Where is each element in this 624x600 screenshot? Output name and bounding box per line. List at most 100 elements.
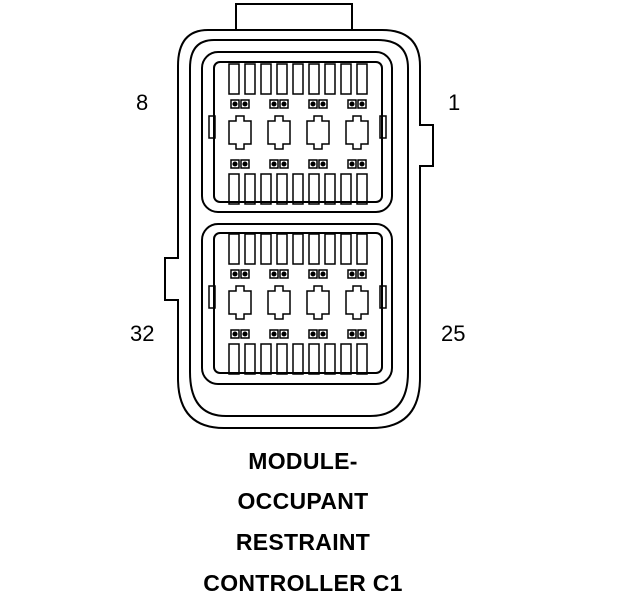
pin-dot xyxy=(310,271,316,277)
pin-contact xyxy=(357,99,367,109)
pin-contact xyxy=(318,269,328,279)
terminal-slot xyxy=(324,63,336,95)
lower-cavity-outer xyxy=(201,223,393,385)
pin-contact xyxy=(318,159,328,169)
pin-contact xyxy=(240,159,250,169)
side-rib xyxy=(208,285,216,309)
pin-dot xyxy=(242,271,248,277)
pin-contact xyxy=(318,99,328,109)
terminal-cavity xyxy=(228,285,252,320)
upper-cavity-outer xyxy=(201,51,393,213)
pin-contact xyxy=(279,159,289,169)
side-rib xyxy=(208,115,216,139)
connector-face-diagram xyxy=(164,3,434,429)
terminal-slot xyxy=(228,63,240,95)
terminal-slot xyxy=(260,63,272,95)
terminal-slot xyxy=(244,173,256,205)
terminal-slot xyxy=(356,63,368,95)
terminal-slot xyxy=(340,173,352,205)
pin-contact xyxy=(318,329,328,339)
pin-dot xyxy=(242,331,248,337)
pin-label-bottom-right: 25 xyxy=(441,321,466,346)
pin-contact xyxy=(279,269,289,279)
pin-contact xyxy=(269,269,279,279)
terminal-cavity xyxy=(267,115,291,150)
pin-dot xyxy=(359,271,365,277)
pin-dot xyxy=(281,161,287,167)
pin-dot xyxy=(271,161,277,167)
terminal-slot xyxy=(292,63,304,95)
terminal-slot xyxy=(260,173,272,205)
pin-contact xyxy=(230,99,240,109)
terminal-slot xyxy=(244,233,256,265)
pin-dot xyxy=(232,331,238,337)
pin-dot xyxy=(320,271,326,277)
pin-contact xyxy=(230,269,240,279)
pin-dot xyxy=(242,161,248,167)
pin-contact xyxy=(269,329,279,339)
terminal-slot xyxy=(356,173,368,205)
terminal-slot xyxy=(308,173,320,205)
pin-contact xyxy=(279,99,289,109)
pin-contact xyxy=(347,159,357,169)
terminal-slot xyxy=(340,343,352,375)
top-locking-tab xyxy=(235,3,353,30)
terminal-slot xyxy=(276,173,288,205)
pin-contact xyxy=(230,329,240,339)
pin-dot xyxy=(310,101,316,107)
terminal-slot xyxy=(244,63,256,95)
pin-label-top-left: 8 xyxy=(136,90,149,115)
pin-dot xyxy=(349,331,355,337)
terminal-cavity xyxy=(306,285,330,320)
pin-contact xyxy=(269,159,279,169)
pin-contact xyxy=(279,329,289,339)
pin-contact xyxy=(240,99,250,109)
terminal-slot xyxy=(228,343,240,375)
terminal-slot xyxy=(324,173,336,205)
pin-contact xyxy=(357,159,367,169)
pin-dot xyxy=(320,161,326,167)
terminal-slot xyxy=(324,233,336,265)
caption-line-4: CONTROLLER C1 xyxy=(203,570,403,596)
pin-dot xyxy=(349,161,355,167)
pin-contact xyxy=(308,329,318,339)
pin-dot xyxy=(232,161,238,167)
pin-dot xyxy=(281,101,287,107)
terminal-slot xyxy=(340,63,352,95)
terminal-cavity xyxy=(267,285,291,320)
terminal-slot xyxy=(260,233,272,265)
side-rib xyxy=(379,115,387,139)
pin-dot xyxy=(310,161,316,167)
pin-contact xyxy=(240,269,250,279)
pin-dot xyxy=(310,331,316,337)
terminal-slot xyxy=(276,343,288,375)
pin-dot xyxy=(359,331,365,337)
pin-label-bottom-left: 32 xyxy=(130,321,155,346)
terminal-slot xyxy=(244,343,256,375)
connector-housing-outer xyxy=(164,29,434,429)
pin-dot xyxy=(320,331,326,337)
pin-label-top-right: 1 xyxy=(448,90,461,115)
pin-dot xyxy=(281,271,287,277)
pin-contact xyxy=(240,329,250,339)
terminal-slot xyxy=(308,343,320,375)
terminal-cavity xyxy=(228,115,252,150)
terminal-slot xyxy=(260,343,272,375)
terminal-slot xyxy=(324,343,336,375)
pin-dot xyxy=(232,271,238,277)
terminal-slot xyxy=(308,63,320,95)
terminal-slot xyxy=(228,233,240,265)
pin-dot xyxy=(271,101,277,107)
terminal-slot xyxy=(356,233,368,265)
pin-dot xyxy=(281,331,287,337)
pin-contact xyxy=(347,269,357,279)
upper-cavity-inner xyxy=(213,61,383,203)
lower-cavity-inner xyxy=(213,232,383,374)
terminal-slot xyxy=(340,233,352,265)
terminal-slot xyxy=(276,233,288,265)
terminal-slot xyxy=(308,233,320,265)
connector-housing-inner xyxy=(189,39,409,417)
caption-line-1: MODULE- xyxy=(248,448,358,474)
terminal-slot xyxy=(356,343,368,375)
pin-dot xyxy=(232,101,238,107)
